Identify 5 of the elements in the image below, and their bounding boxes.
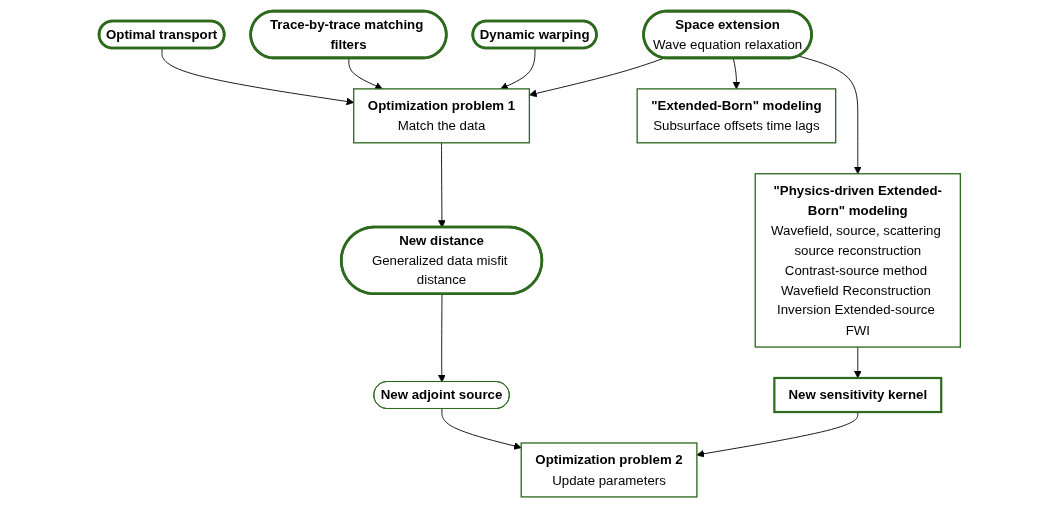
- node-box: Optimization problem 2 Update parameters: [520, 442, 698, 498]
- node-box: New sensitivity kernel: [773, 376, 943, 414]
- node-box: "Physics-driven Extended-Born" modeling Wavefield, source, scattering source reconstruction Contrast-source method Wavefield Reconstruction Inversion Extended-source FWI: [754, 173, 962, 348]
- node-box: Optimization problem 1 Match the data: [353, 88, 531, 144]
- node-box: "Extended-Born" modeling Subsurface offsets time lags: [636, 88, 837, 144]
